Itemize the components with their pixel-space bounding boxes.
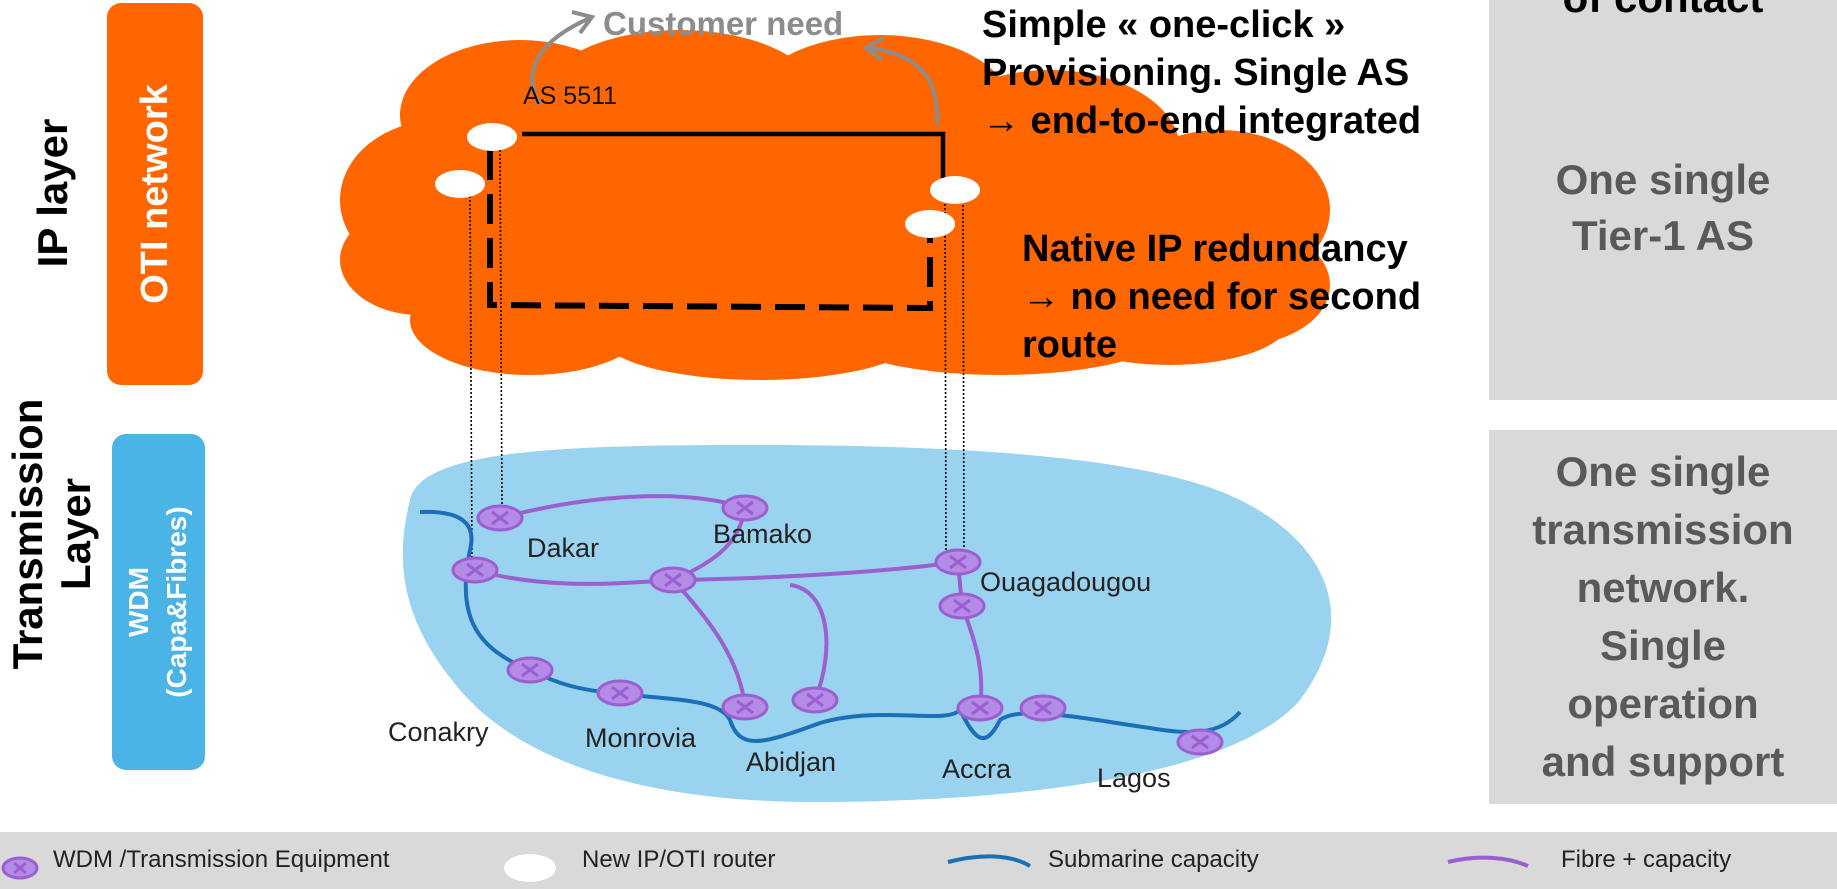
as-label: AS 5511 [523,82,618,110]
router-icon [504,854,556,882]
legend-submarine-label: Submarine capacity [1048,846,1259,873]
city-conakry: Conakry [388,717,489,747]
city-bamako: Bamako [713,519,813,549]
wdm-pill [112,434,205,770]
redundancy-callout: Native IP redundancy → no need for secon… [1022,228,1422,366]
backup-path [487,150,933,312]
router-icon [905,210,955,238]
city-lagos: Lagos [1097,763,1171,793]
customer-need-label: Customer need [603,5,844,42]
submarine-line-icon [947,854,1032,868]
legend-router-label: New IP/OTI router [582,846,776,873]
router-icon [435,170,485,198]
tier1-text: One single Tier-1 AS [1555,156,1771,259]
city-monrovia: Monrovia [585,723,697,753]
city-accra: Accra [942,754,1012,784]
right-box-top: of contact One single Tier-1 AS [1489,0,1837,400]
wdm-markers [451,494,1224,756]
router-icon [467,123,517,151]
router-icon [930,176,980,204]
fibre-line-icon [1447,855,1529,868]
legend-wdm-label: WDM /Transmission Equipment [53,846,390,873]
primary-path [522,131,946,188]
right-box-transmission: One single transmission network. Single … [1489,430,1837,804]
oti-network-pill [107,3,203,385]
provisioning-callout: Simple « one-click » Provisioning. Singl… [982,4,1422,142]
transmission-region [402,445,1332,803]
contact-partial-text: of contact [1563,0,1764,23]
city-dakar: Dakar [527,533,600,563]
city-ouagadougou: Ouagadougou [980,567,1152,597]
legend-fibre-label: Fibre + capacity [1561,846,1732,873]
customer-need-arrows [530,10,940,126]
legend-symbols [1,854,1529,882]
city-abidjan: Abidjan [746,747,837,777]
legend-bar: WDM /Transmission Equipment New IP/OTI r… [0,832,1837,889]
